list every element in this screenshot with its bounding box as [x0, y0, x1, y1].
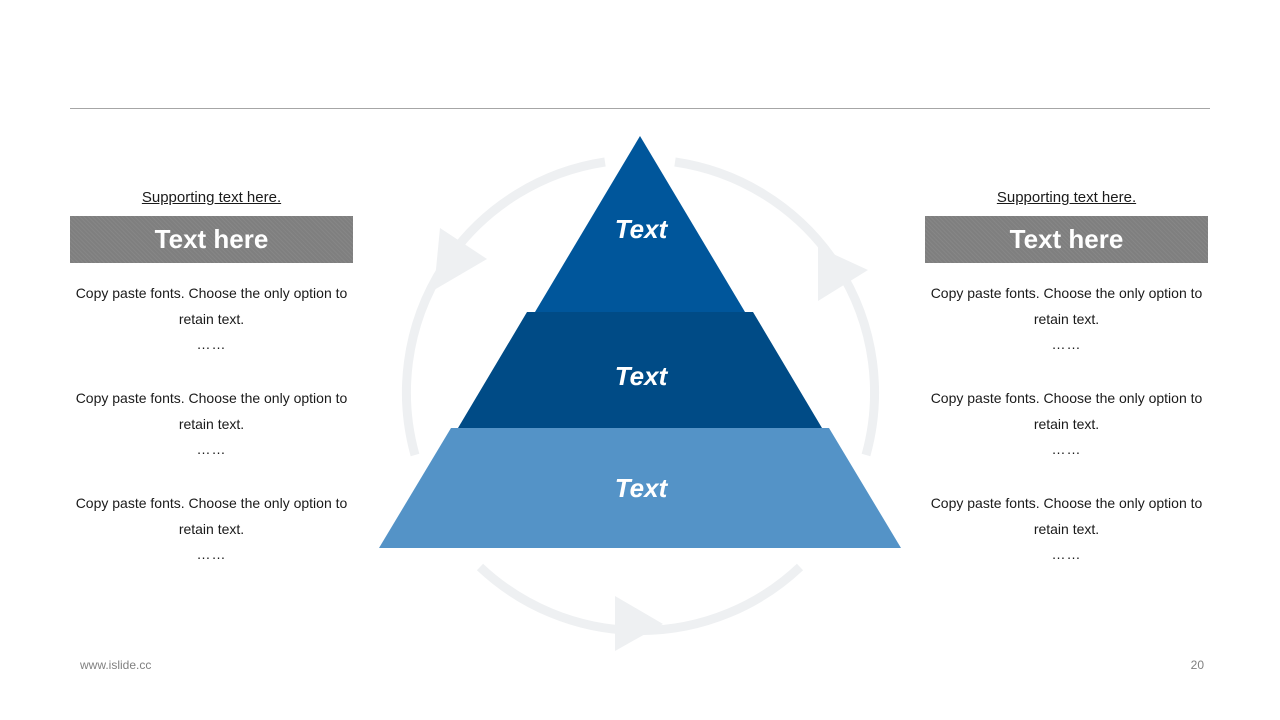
right-text-block-1: Copy paste fonts. Choose the only option…	[925, 280, 1208, 354]
right-panel: Supporting text here. Text here Copy pas…	[925, 188, 1208, 564]
right-heading-box: Text here	[925, 216, 1208, 263]
left-ellipsis-1: ……	[196, 336, 227, 352]
left-heading-box: Text here	[70, 216, 353, 263]
left-supporting-text: Supporting text here.	[141, 189, 282, 206]
pyramid-tier-top-label: Text	[614, 214, 668, 244]
left-text-block-1: Copy paste fonts. Choose the only option…	[70, 280, 353, 354]
left-text-2: Copy paste fonts. Choose the only option…	[75, 390, 348, 432]
right-ellipsis-3: ……	[1051, 546, 1082, 562]
left-text-block-2: Copy paste fonts. Choose the only option…	[70, 385, 353, 459]
left-ellipsis-2: ……	[196, 441, 227, 457]
pyramid-tier-bottom	[379, 428, 901, 548]
left-panel: Supporting text here. Text here Copy pas…	[70, 188, 353, 564]
cycle-ring	[401, 157, 880, 651]
footer-website: www.islide.cc	[80, 658, 152, 672]
right-text-1: Copy paste fonts. Choose the only option…	[930, 285, 1203, 327]
pyramid	[379, 136, 901, 548]
left-text-block-3: Copy paste fonts. Choose the only option…	[70, 490, 353, 564]
cycle-arrowhead-right	[818, 247, 868, 301]
pyramid-tier-bottom-label: Text	[614, 473, 668, 503]
right-text-block-3: Copy paste fonts. Choose the only option…	[925, 490, 1208, 564]
cycle-arrowhead-left	[434, 228, 487, 290]
right-text-block-2: Copy paste fonts. Choose the only option…	[925, 385, 1208, 459]
left-text-1: Copy paste fonts. Choose the only option…	[75, 285, 348, 327]
pyramid-tier-top	[535, 136, 745, 312]
left-text-3: Copy paste fonts. Choose the only option…	[75, 495, 348, 537]
header-divider	[70, 108, 1210, 109]
pyramid-tier-middle	[458, 312, 822, 428]
right-text-2: Copy paste fonts. Choose the only option…	[930, 390, 1203, 432]
cycle-arrowhead-bottom	[615, 596, 663, 651]
right-ellipsis-2: ……	[1051, 441, 1082, 457]
left-ellipsis-3: ……	[196, 546, 227, 562]
page-number: 20	[1190, 658, 1204, 672]
right-supporting-text: Supporting text here.	[996, 189, 1137, 206]
right-text-3: Copy paste fonts. Choose the only option…	[930, 495, 1203, 537]
pyramid-tier-middle-label: Text	[614, 361, 668, 391]
right-ellipsis-1: ……	[1051, 336, 1082, 352]
